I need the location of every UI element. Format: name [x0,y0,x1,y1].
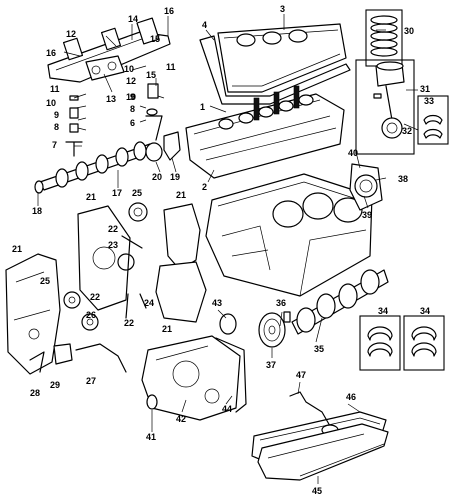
callout-16: 16 [164,6,174,16]
tensioner-pulleys [63,202,148,331]
callout-46: 46 [346,392,356,402]
callout-21: 21 [86,192,96,202]
cylinder-head [185,85,345,179]
callout-45: 45 [312,486,322,496]
callout-9: 9 [130,92,135,102]
callout-4: 4 [202,20,207,30]
callout-15: 15 [150,34,160,44]
callout-47: 47 [296,370,306,380]
rocker-shaft-assembly [47,17,171,83]
valve-cover [217,23,347,93]
callout-42: 42 [176,414,186,424]
engine-block [205,173,373,297]
callout-41: 41 [146,432,156,442]
plug-19 [163,131,181,161]
oil-pump-parts [29,343,127,373]
callout-11: 11 [166,62,176,72]
piston-rod-box [355,59,415,155]
callout-38: 38 [398,174,408,184]
main-bearing-box-1 [359,315,401,371]
callout-8b: 8 [54,122,59,132]
callout-21b: 21 [176,190,186,200]
callout-11b: 11 [50,84,60,94]
callout-30: 30 [404,26,414,36]
front-seal-41 [146,394,158,410]
callout-22b: 22 [90,292,100,302]
main-bearing-box-2 [403,315,445,371]
callout-8: 8 [130,104,135,114]
callout-23: 23 [108,240,118,250]
callout-43: 43 [212,298,222,308]
piston-rings-box [365,9,403,67]
callout-37: 37 [266,360,276,370]
camshaft [34,141,155,194]
callout-31: 31 [420,84,430,94]
callout-18: 18 [32,206,42,216]
callout-16b: 16 [46,48,56,58]
crank-pulley [258,311,291,348]
callout-10b: 10 [126,92,136,102]
callout-12: 12 [66,29,76,39]
callout-27: 27 [86,376,96,386]
valve-springs [218,85,314,130]
callout-25: 25 [132,188,142,198]
callout-34b: 34 [420,306,430,316]
leader-lines [37,14,419,484]
callout-10: 10 [124,64,134,74]
callout-15b: 15 [146,70,156,80]
oil-pickup-tube [289,391,331,427]
callout-33: 33 [424,96,434,106]
callout-10c: 10 [46,98,56,108]
seal-20 [145,142,163,162]
callout-22: 22 [108,224,118,234]
callout-20: 20 [152,172,162,182]
callout-28: 28 [30,388,40,398]
callout-36: 36 [276,298,286,308]
callout-34: 34 [378,306,388,316]
callout-14: 14 [128,14,138,24]
rear-seal-retainer [349,163,383,211]
front-timing-housing [77,203,207,323]
callout-7: 7 [52,140,57,150]
callout-19: 19 [170,172,180,182]
callout-35: 35 [314,344,324,354]
callout-32: 32 [402,126,412,136]
oil-pan [257,423,389,481]
timing-cover [141,335,241,421]
callout-40: 40 [348,148,358,158]
seal-43 [219,313,237,335]
callout-9b: 9 [54,110,59,120]
callout-2: 2 [202,182,207,192]
crankshaft [291,269,389,335]
callout-26: 26 [86,310,96,320]
callout-22c: 22 [124,318,134,328]
callout-21d: 21 [162,324,172,334]
callout-6: 6 [130,118,135,128]
timing-cover-gasket [215,337,247,413]
valve-cover-gasket [199,35,351,105]
callout-29: 29 [50,380,60,390]
rod-bearing-box [417,95,449,145]
callout-labels: 14 16 12 16 15 15 13 10 12 11 4 3 1 2 10… [12,4,434,496]
callout-13: 13 [106,94,116,104]
callout-39: 39 [362,210,372,220]
callout-3: 3 [280,4,285,14]
callout-1: 1 [200,102,205,112]
timing-belt-cover [5,253,61,375]
callout-21c: 21 [12,244,22,254]
callout-12b: 12 [126,76,136,86]
callout-17: 17 [112,188,122,198]
callout-24: 24 [144,298,154,308]
callout-44: 44 [222,404,232,414]
valve-train-parts [65,83,163,157]
callout-25b: 25 [40,276,50,286]
